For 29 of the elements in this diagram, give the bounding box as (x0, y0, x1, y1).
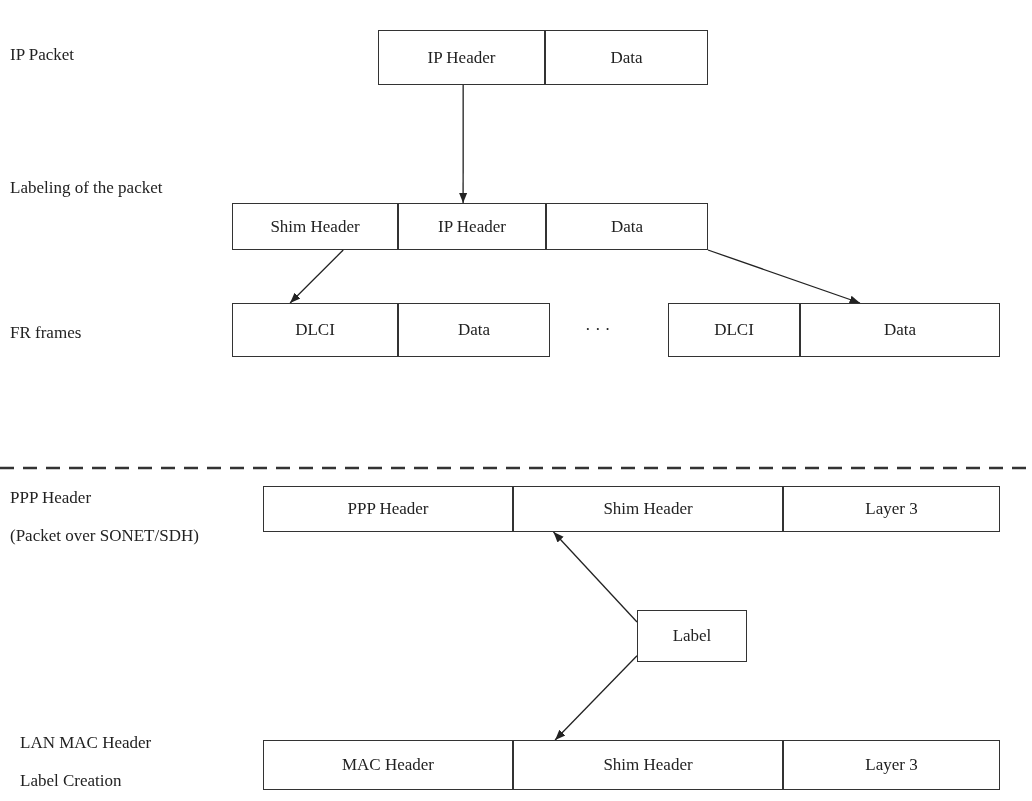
row-label: FR frames (10, 323, 82, 343)
field-box: Layer 3 (783, 740, 1000, 790)
field-box: Shim Header (513, 486, 783, 532)
field-box: Shim Header (513, 740, 783, 790)
row-label: Labeling of the packet (10, 178, 163, 198)
field-box: Layer 3 (783, 486, 1000, 532)
field-box: Data (546, 203, 708, 250)
arrow (552, 531, 638, 623)
field-box: Data (398, 303, 550, 357)
row-label: Label Creation (20, 771, 122, 791)
arrow (554, 655, 638, 741)
field-box: DLCI (232, 303, 398, 357)
row-label: (Packet over SONET/SDH) (10, 526, 199, 546)
ellipsis: · · · (585, 320, 611, 340)
arrow (458, 84, 468, 204)
field-box: IP Header (398, 203, 546, 250)
row-label: LAN MAC Header (20, 733, 152, 753)
arrow (707, 249, 861, 304)
row-label: PPP Header (10, 488, 92, 508)
field-box: DLCI (668, 303, 800, 357)
arrow (289, 249, 344, 304)
field-box: Data (545, 30, 708, 85)
field-box: MAC Header (263, 740, 513, 790)
field-box: Shim Header (232, 203, 398, 250)
row-label: IP Packet (10, 45, 75, 65)
field-box: Data (800, 303, 1000, 357)
field-box: IP Header (378, 30, 545, 85)
field-box: PPP Header (263, 486, 513, 532)
field-box: Label (637, 610, 747, 662)
